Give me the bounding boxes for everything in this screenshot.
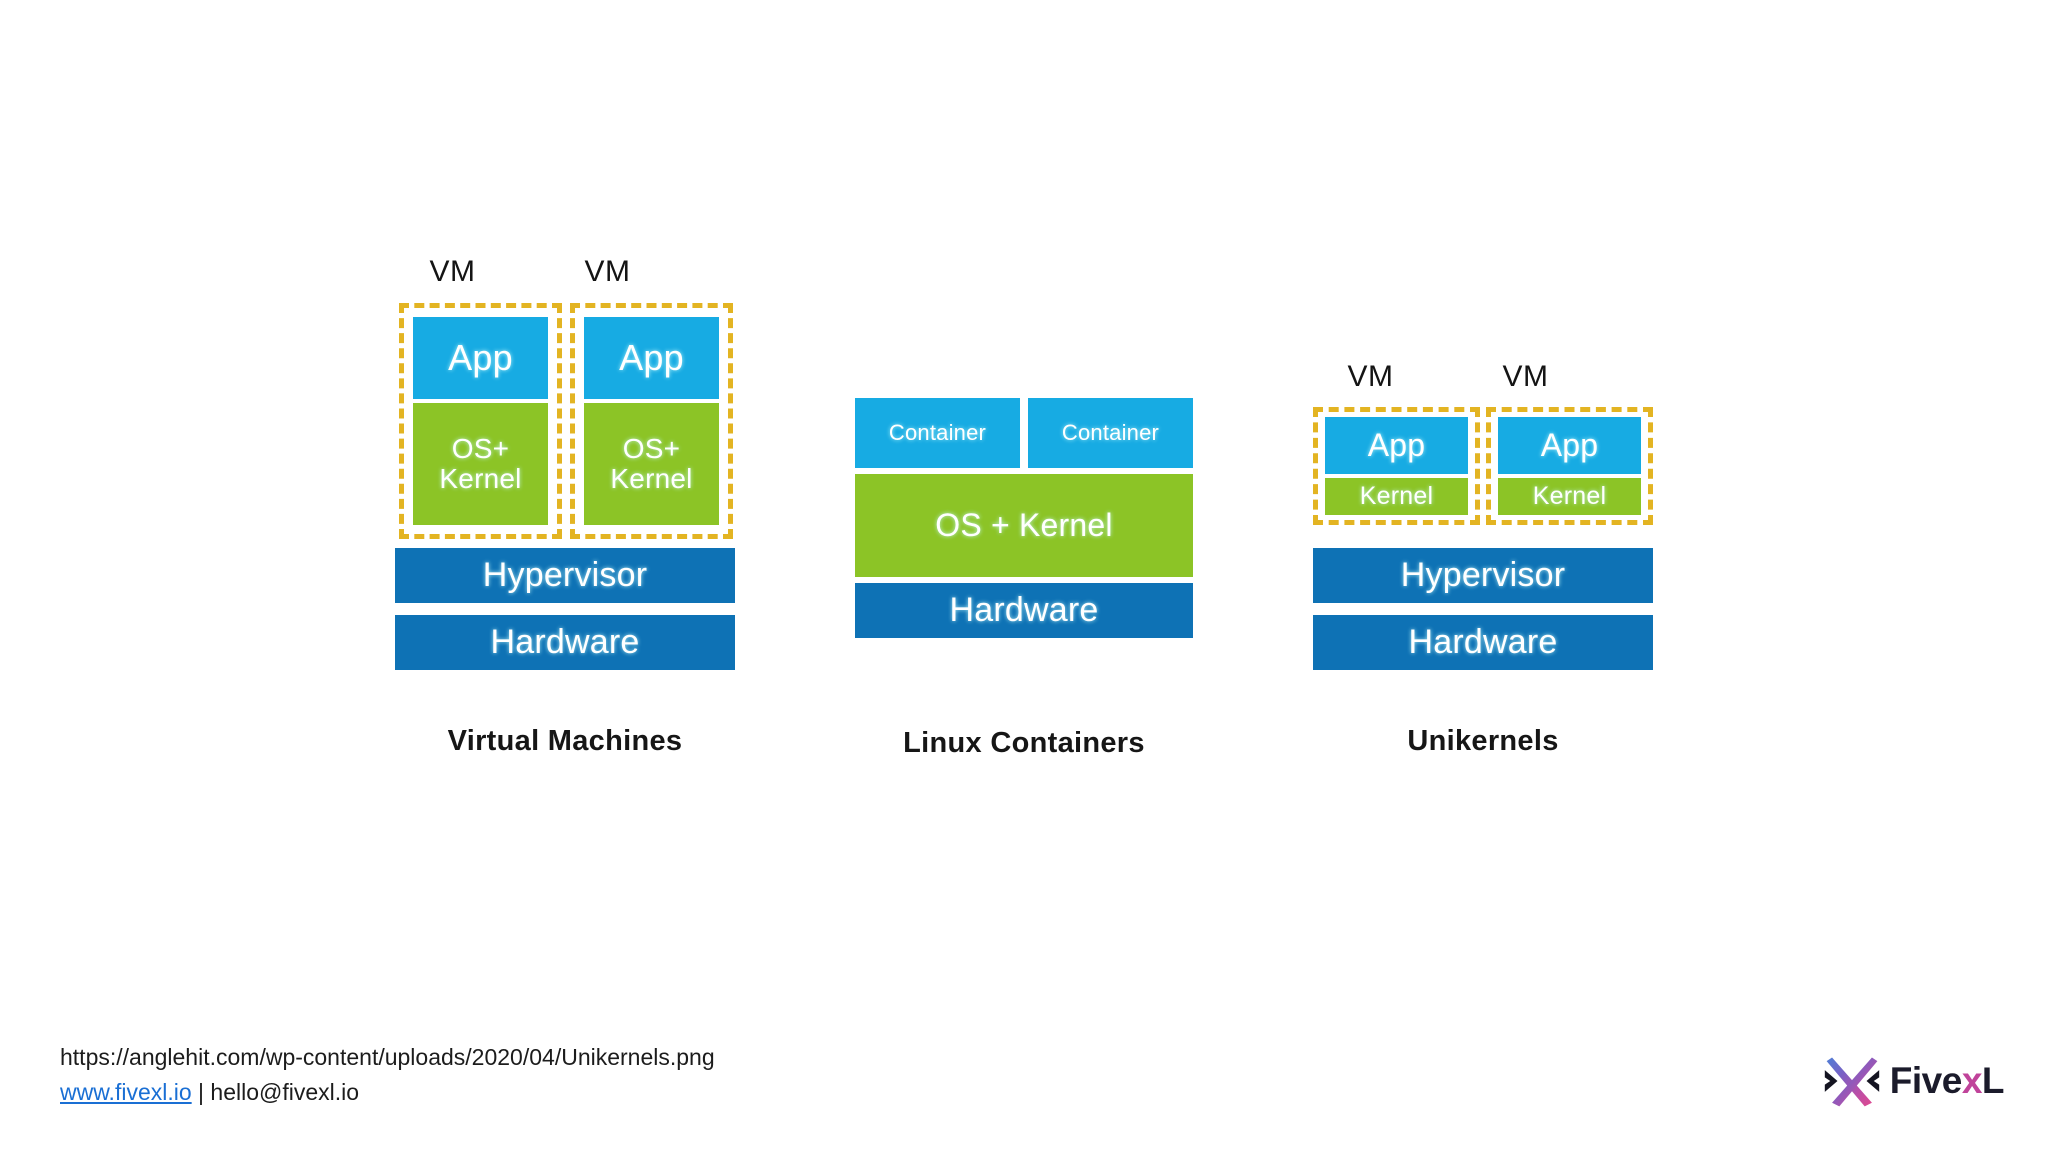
vm-hardware-block: Hardware: [395, 615, 735, 670]
vm-boundary-2: [570, 303, 733, 539]
fivexl-wordmark: FivexL: [1889, 1060, 2005, 1102]
unikernel2-kernel-block: Kernel: [1498, 478, 1641, 515]
unikernel-hardware-block: Hardware: [1313, 615, 1653, 670]
vm1-os-kernel-block: OS+ Kernel: [413, 403, 548, 525]
vm2-os-kernel-block: OS+ Kernel: [584, 403, 719, 525]
contact-line: www.fivexl.io | hello@fivexl.io: [60, 1075, 715, 1110]
shared-os-kernel-block: OS + Kernel: [855, 474, 1193, 577]
unikernel1-kernel-block: Kernel: [1325, 478, 1468, 515]
logo-text-after: L: [1981, 1060, 2005, 1101]
unikernel1-app-block: App: [1325, 417, 1468, 474]
diagram-linux-containers: Container Container OS + Kernel Hardware: [855, 398, 1195, 678]
unikernel-vm-boundary-1: [1313, 407, 1480, 525]
vm-label-left: VM: [429, 255, 476, 288]
unikernel-vm-boundary-2: [1486, 407, 1653, 525]
logo-text-accent: x: [1961, 1060, 1983, 1101]
diagram-unikernels: VM VM App Kernel App Kernel Hypervisor H…: [1313, 360, 1653, 675]
container-block-2: Container: [1028, 398, 1193, 468]
container-block-1: Container: [855, 398, 1020, 468]
caption-virtual-machines: Virtual Machines: [447, 725, 683, 757]
diagram-container: VM VM App OS+ Kernel App OS+ Kernel Hype…: [395, 255, 1653, 759]
fivexl-logo: FivexL: [1823, 1052, 2005, 1110]
unikernel-vm-label-left: VM: [1347, 360, 1394, 393]
website-link[interactable]: www.fivexl.io: [60, 1079, 192, 1106]
unikernel-vm-label-right: VM: [1502, 360, 1549, 393]
contact-email: hello@fivexl.io: [210, 1079, 360, 1106]
vm-boundary-1: [399, 303, 562, 539]
caption-linux-containers: Linux Containers: [903, 727, 1145, 759]
vm-label-right: VM: [584, 255, 631, 288]
fivexl-x-mark: [1824, 1057, 1879, 1107]
vm1-app-block: App: [413, 317, 548, 399]
diagram-virtual-machines: VM VM App OS+ Kernel App OS+ Kernel Hype…: [395, 255, 740, 675]
unikernel-hypervisor-block: Hypervisor: [1313, 548, 1653, 603]
vm2-os-line2: Kernel: [610, 463, 693, 494]
containers-hardware-block: Hardware: [855, 583, 1193, 638]
source-url-text: https://anglehit.com/wp-content/uploads/…: [60, 1044, 715, 1071]
vm1-os-line1: OS+: [451, 433, 510, 465]
footer-credits: https://anglehit.com/wp-content/uploads/…: [60, 1040, 715, 1110]
vm2-os-line1: OS+: [622, 433, 681, 465]
logo-text-before: Five: [1889, 1060, 1963, 1101]
footer-separator: |: [191, 1079, 211, 1106]
vm-hypervisor-block: Hypervisor: [395, 548, 735, 603]
vm2-app-block: App: [584, 317, 719, 399]
caption-unikernels: Unikernels: [1407, 725, 1559, 757]
vm1-os-line2: Kernel: [439, 463, 522, 494]
unikernel2-app-block: App: [1498, 417, 1641, 474]
